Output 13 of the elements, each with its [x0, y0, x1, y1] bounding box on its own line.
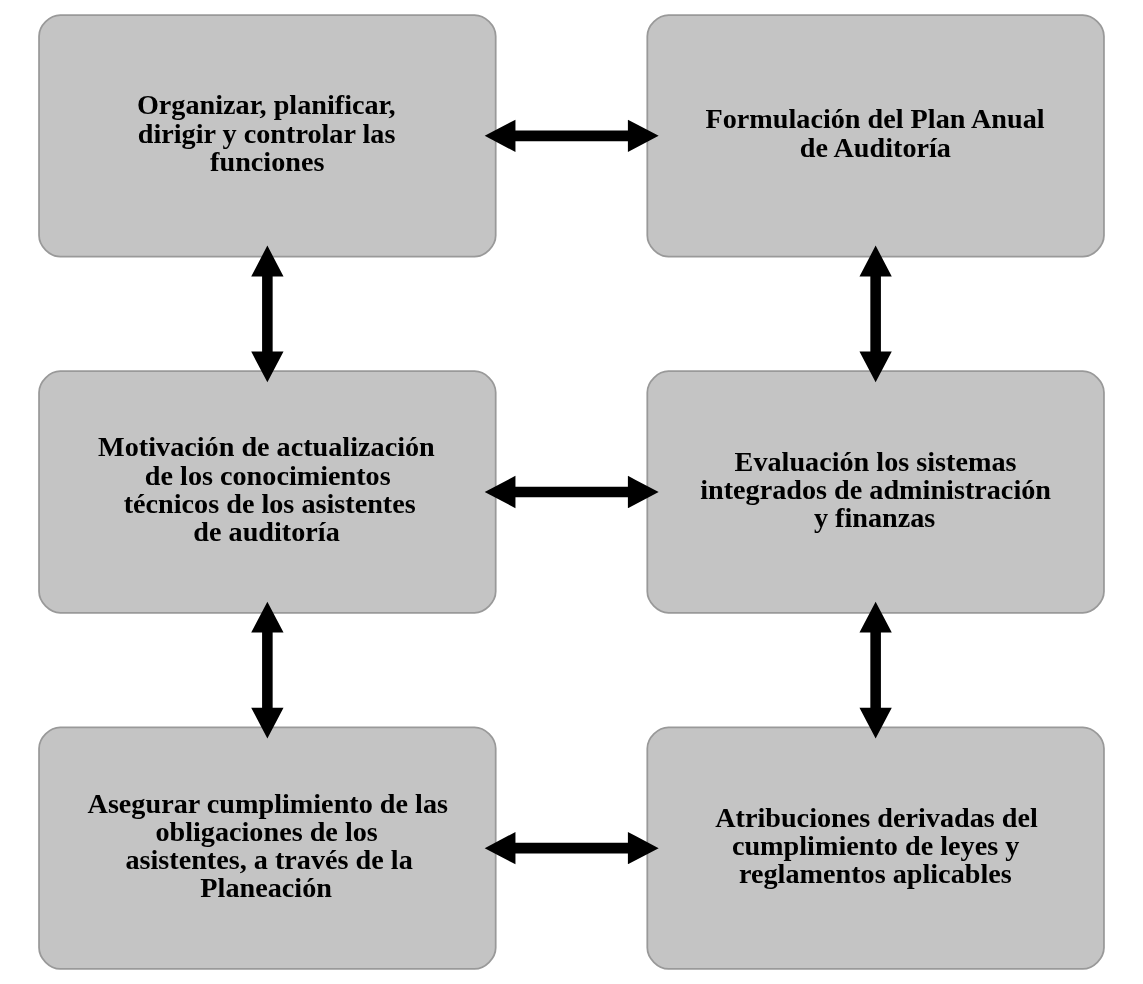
arrow — [484, 119, 659, 152]
arrow — [859, 601, 892, 739]
node-box: Atribuciones derivadas del cumplimiento de leyes y reglamentos aplicables — [646, 726, 1105, 970]
node-box: Motivación de actualización de los conocimientos técnicos de los asistentes de auditoría — [38, 370, 497, 614]
arrow — [859, 245, 892, 383]
arrow — [251, 245, 284, 383]
node-box: Organizar, planificar, dirigir y controlar las funciones — [38, 14, 497, 258]
arrow — [484, 475, 659, 509]
node-box: Evaluación los sistemas integrados de administración y finanzas — [646, 370, 1105, 614]
arrow — [484, 832, 659, 865]
arrow — [251, 601, 284, 739]
node-box: Formulación del Plan Anual de Auditoría — [646, 14, 1105, 258]
node-box: Asegurar cumplimiento de las obligaciones de los asistentes, a través de la Planeación — [38, 726, 497, 970]
